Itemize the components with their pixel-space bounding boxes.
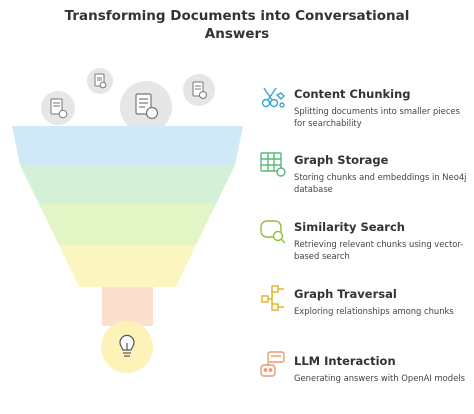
step-title: Graph Storage xyxy=(294,153,389,167)
scissors-icon xyxy=(261,87,285,108)
step-title: LLM Interaction xyxy=(294,354,396,368)
flowchart-icon xyxy=(261,285,284,311)
funnel-layer-3 xyxy=(39,204,216,245)
step-description: Retrieving relevant chunks using vector-… xyxy=(294,239,464,261)
funnel-layer-1 xyxy=(12,126,243,165)
step-title: Content Chunking xyxy=(294,87,411,101)
lightbulb-icon xyxy=(119,334,135,357)
step-description: Storing chunks and embeddings in Neo4j d… xyxy=(294,172,467,194)
page-title: Transforming Documents into Conversation… xyxy=(0,7,474,43)
step-description: Exploring relationships among chunks xyxy=(294,306,454,316)
funnel-neck xyxy=(102,287,153,326)
search-icon xyxy=(260,220,286,244)
title-line-2: Answers xyxy=(204,26,270,42)
step-title: Similarity Search xyxy=(294,220,405,234)
document-download-icon xyxy=(192,81,207,99)
table-icon xyxy=(260,152,286,177)
document-bubble-2 xyxy=(183,74,215,106)
funnel-layer-2 xyxy=(20,165,235,204)
document-download-icon xyxy=(94,73,107,89)
document-bubble-4 xyxy=(120,81,172,133)
document-download-icon xyxy=(135,93,159,120)
step-description: Splitting documents into smaller pieces … xyxy=(294,106,460,128)
step-description: Generating answers with OpenAI models xyxy=(294,373,465,383)
document-bubble-3 xyxy=(41,91,75,125)
document-bubble-1 xyxy=(87,68,113,94)
step-title: Graph Traversal xyxy=(294,287,397,301)
document-download-icon xyxy=(50,98,68,119)
funnel-layer-4 xyxy=(59,245,196,287)
robot-chat-icon xyxy=(260,351,285,377)
title-line-1: Transforming Documents into Conversation… xyxy=(64,8,410,24)
